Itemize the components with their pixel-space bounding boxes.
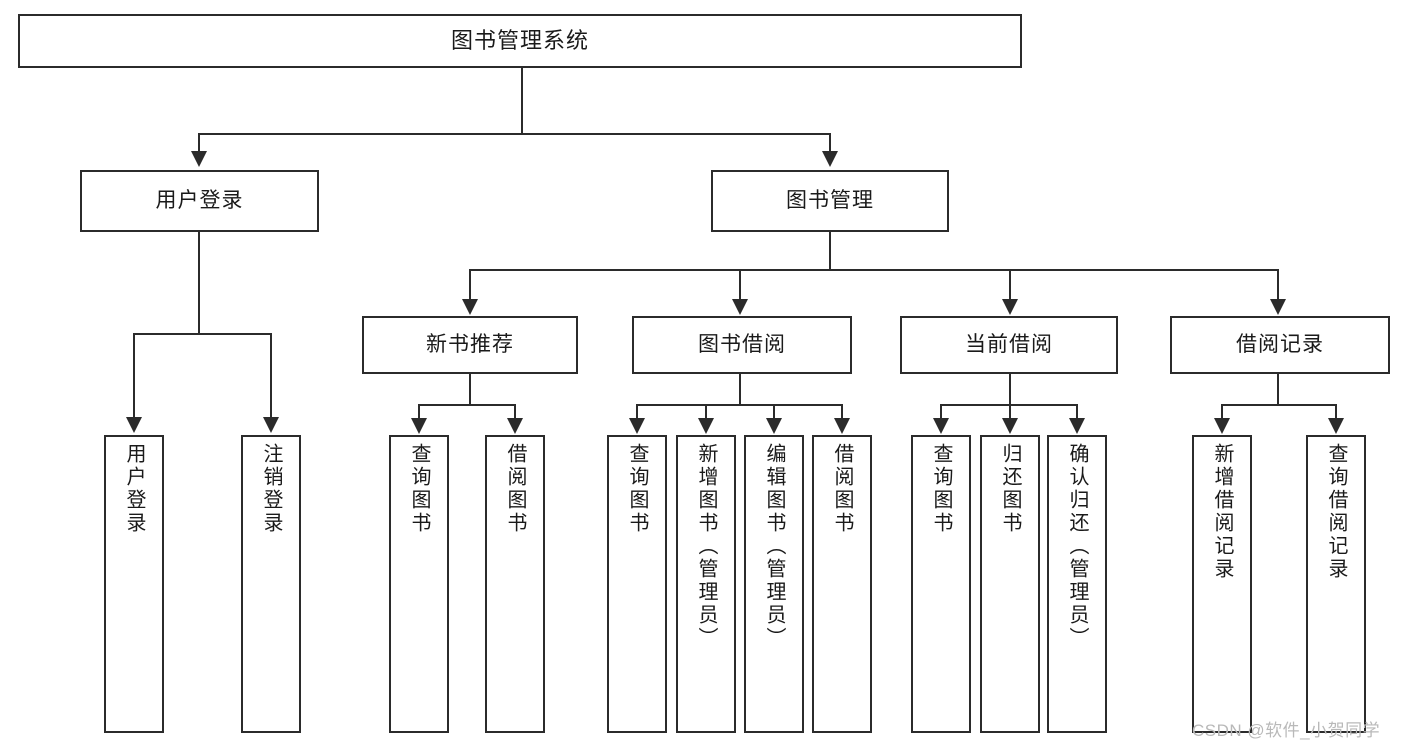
- leaf-user-login-logout[interactable]: 注销登录: [241, 435, 301, 733]
- node-book-management[interactable]: 图书管理: [711, 170, 949, 232]
- connector-bb-bus: [636, 404, 843, 406]
- node-label: 查询图书: [626, 443, 648, 535]
- connector-cb-drop-1: [940, 404, 942, 418]
- connector-nbr-drop-2: [514, 404, 516, 418]
- arrowhead-bb-leaf-2: [698, 418, 714, 434]
- node-label: 新增图书（管理员）: [695, 443, 717, 650]
- node-label: 注销登录: [260, 443, 282, 535]
- node-label: 新增借阅记录: [1211, 443, 1233, 581]
- node-book-borrow[interactable]: 图书借阅: [632, 316, 852, 374]
- connector-book-management-stem: [829, 232, 831, 270]
- connector-br-bus: [1221, 404, 1337, 406]
- leaf-book-borrow-query-books[interactable]: 查询图书: [607, 435, 667, 733]
- connector-cb-drop-2: [1009, 404, 1011, 418]
- arrowhead-to-current-borrow: [1002, 299, 1018, 315]
- leaf-book-borrow-borrow-books[interactable]: 借阅图书: [812, 435, 872, 733]
- connector-bb-drop-2: [705, 404, 707, 418]
- node-borrow-record[interactable]: 借阅记录: [1170, 316, 1390, 374]
- node-label: 用户登录: [123, 443, 145, 535]
- connector-user-login-drop-1: [133, 333, 135, 417]
- connector-bm-drop-2: [739, 269, 741, 299]
- node-root-book-management-system[interactable]: 图书管理系统: [18, 14, 1022, 68]
- arrowhead-bb-leaf-3: [766, 418, 782, 434]
- node-label: 图书管理: [786, 188, 874, 212]
- connector-root-stem: [521, 68, 523, 134]
- connector-user-login-drop-2: [270, 333, 272, 417]
- node-current-borrow[interactable]: 当前借阅: [900, 316, 1118, 374]
- node-label: 查询借阅记录: [1325, 443, 1347, 581]
- node-label: 确认归还（管理员）: [1066, 443, 1088, 650]
- node-label: 查询图书: [930, 443, 952, 535]
- leaf-current-borrow-return-books[interactable]: 归还图书: [980, 435, 1040, 733]
- connector-bb-drop-4: [841, 404, 843, 418]
- arrowhead-br-leaf-2: [1328, 418, 1344, 434]
- connector-nbr-stem: [469, 374, 471, 406]
- arrowhead-br-leaf-1: [1214, 418, 1230, 434]
- connector-book-management-bus: [469, 269, 1279, 271]
- arrowhead-cb-leaf-3: [1069, 418, 1085, 434]
- leaf-user-login-login[interactable]: 用户登录: [104, 435, 164, 733]
- connector-bb-stem: [739, 374, 741, 406]
- node-label: 用户登录: [155, 188, 244, 212]
- arrowhead-to-new-book-recommend: [462, 299, 478, 315]
- arrowhead-cb-leaf-2: [1002, 418, 1018, 434]
- node-label: 新书推荐: [426, 332, 514, 356]
- leaf-book-borrow-add-book-admin[interactable]: 新增图书（管理员）: [676, 435, 736, 733]
- connector-user-login-bus: [133, 333, 272, 335]
- connector-root-to-user-login: [198, 133, 200, 151]
- connector-cb-drop-3: [1076, 404, 1078, 418]
- arrowhead-to-book-borrow: [732, 299, 748, 315]
- arrowhead-bb-leaf-4: [834, 418, 850, 434]
- leaf-current-borrow-query-books[interactable]: 查询图书: [911, 435, 971, 733]
- csdn-watermark: CSDN @软件_小贺同学: [1192, 721, 1381, 740]
- connector-cb-stem: [1009, 374, 1011, 406]
- connector-bb-drop-3: [773, 404, 775, 418]
- arrowhead-nbr-leaf-1: [411, 418, 427, 434]
- connector-br-drop-2: [1335, 404, 1337, 418]
- connector-bb-drop-1: [636, 404, 638, 418]
- connector-bm-drop-1: [469, 269, 471, 299]
- node-label: 图书管理系统: [450, 28, 589, 54]
- connector-nbr-drop-1: [418, 404, 420, 418]
- node-label: 当前借阅: [965, 332, 1053, 356]
- connector-bm-drop-3: [1009, 269, 1011, 299]
- node-label: 借阅记录: [1236, 332, 1324, 356]
- arrowhead-user-login-leaf-2: [263, 417, 279, 433]
- node-label: 归还图书: [999, 443, 1021, 535]
- leaf-new-book-borrow-books[interactable]: 借阅图书: [485, 435, 545, 733]
- arrowhead-cb-leaf-1: [933, 418, 949, 434]
- node-label: 借阅图书: [831, 443, 853, 535]
- connector-root-to-book-management: [829, 133, 831, 151]
- connector-bm-drop-4: [1277, 269, 1279, 299]
- leaf-new-book-query-books[interactable]: 查询图书: [389, 435, 449, 733]
- connector-user-login-stem: [198, 232, 200, 334]
- leaf-current-borrow-confirm-return-admin[interactable]: 确认归还（管理员）: [1047, 435, 1107, 733]
- connector-br-drop-1: [1221, 404, 1223, 418]
- node-label: 图书借阅: [698, 332, 786, 356]
- connector-nbr-bus: [418, 404, 516, 406]
- arrowhead-user-login-leaf-1: [126, 417, 142, 433]
- arrowhead-to-book-management: [822, 151, 838, 167]
- node-new-book-recommend[interactable]: 新书推荐: [362, 316, 578, 374]
- arrowhead-to-borrow-record: [1270, 299, 1286, 315]
- leaf-book-borrow-edit-book-admin[interactable]: 编辑图书（管理员）: [744, 435, 804, 733]
- arrowhead-bb-leaf-1: [629, 418, 645, 434]
- connector-br-stem: [1277, 374, 1279, 406]
- node-label: 编辑图书（管理员）: [763, 443, 785, 650]
- node-label: 借阅图书: [504, 443, 526, 535]
- arrowhead-to-user-login: [191, 151, 207, 167]
- connector-root-bus: [198, 133, 831, 135]
- leaf-borrow-record-add-record[interactable]: 新增借阅记录: [1192, 435, 1252, 733]
- node-user-login[interactable]: 用户登录: [80, 170, 319, 232]
- node-label: 查询图书: [408, 443, 430, 535]
- arrowhead-nbr-leaf-2: [507, 418, 523, 434]
- leaf-borrow-record-query-record[interactable]: 查询借阅记录: [1306, 435, 1366, 733]
